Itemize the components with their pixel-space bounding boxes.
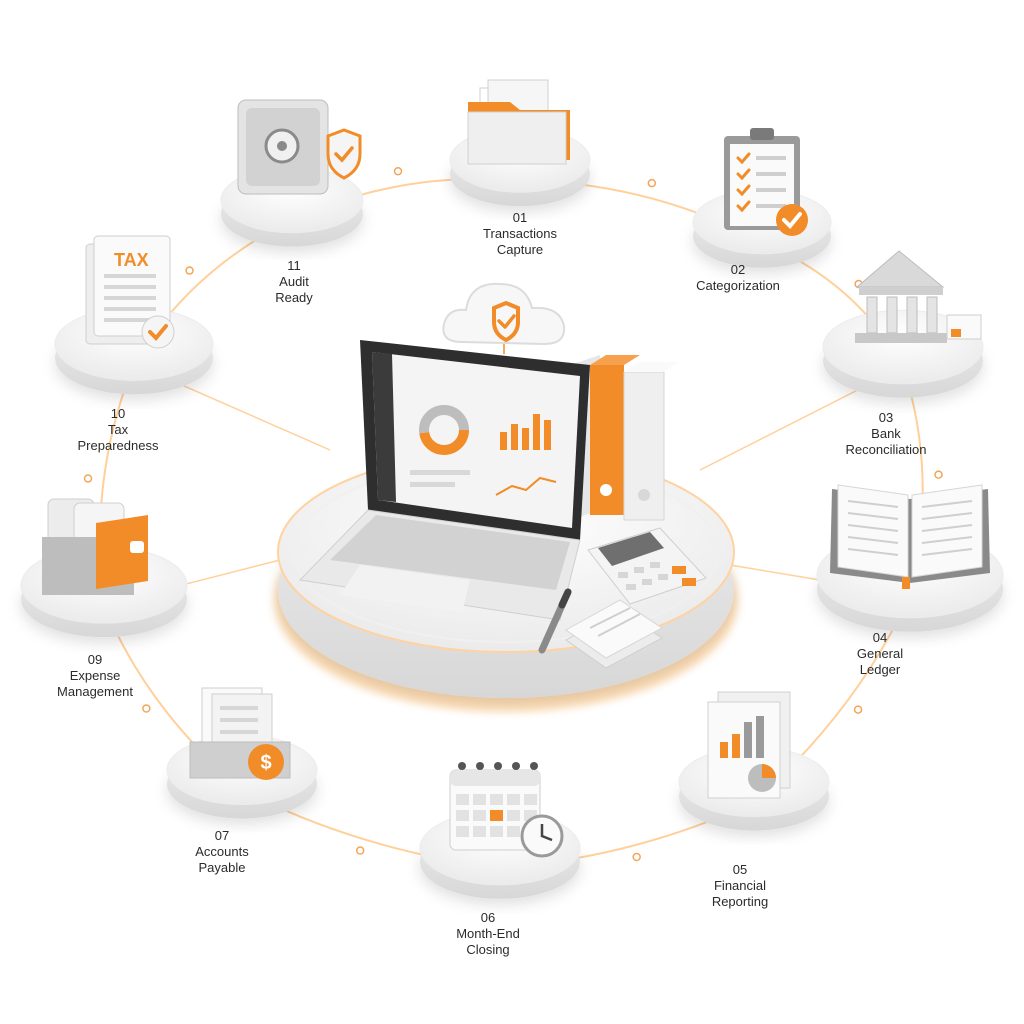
- node-title: Accounts Payable: [195, 844, 249, 875]
- node-03: [822, 250, 984, 398]
- node-02: [692, 128, 832, 268]
- node-title: General Ledger: [856, 646, 904, 677]
- tax-label: TAX: [114, 250, 149, 270]
- node-number: 06: [480, 910, 496, 925]
- node-title: Tax Preparedness: [77, 422, 159, 453]
- node-number: 03: [878, 410, 894, 425]
- connector-dot: [632, 852, 641, 862]
- node-06: [419, 762, 581, 899]
- node-number: 09: [87, 652, 103, 667]
- wallet-cards-icon: [42, 498, 148, 595]
- connector-dot: [142, 704, 151, 713]
- clipboard-checklist-icon: [724, 128, 808, 236]
- laptop-dashboard-icon: [298, 340, 590, 621]
- tax-document-icon: TAX: [85, 235, 175, 349]
- node-title: Categorization: [696, 278, 780, 293]
- node-number: 01: [512, 210, 528, 225]
- node-09: [20, 498, 188, 638]
- connector-dot: [185, 266, 194, 275]
- node-title: Month-End Closing: [456, 926, 520, 957]
- node-number: 11: [287, 258, 301, 273]
- document-tray-dollar-icon: $: [189, 687, 291, 780]
- paper-stack-icon: [565, 599, 663, 669]
- node-number: 05: [732, 862, 748, 877]
- connector-dot: [647, 178, 657, 188]
- pen-icon: [538, 588, 572, 654]
- node-11: [220, 99, 364, 247]
- connector-dot: [934, 470, 943, 479]
- open-ledger-book-icon: [830, 484, 990, 589]
- node-title: Financial Reporting: [711, 878, 769, 909]
- node-title: Audit Ready: [275, 274, 313, 305]
- node-07: $: [166, 687, 318, 819]
- report-chart-icon: [707, 691, 791, 799]
- calendar-clock-icon: [449, 762, 564, 858]
- calculator-icon: [587, 527, 707, 605]
- safe-shield-icon: [237, 99, 362, 195]
- node-number: 10: [110, 406, 126, 421]
- bank-building-icon: [855, 250, 982, 343]
- connector-dot: [355, 846, 365, 855]
- node-number: 07: [214, 828, 230, 843]
- node-number: 02: [730, 262, 746, 277]
- node-10: TAX: [54, 235, 214, 395]
- node-01: [449, 79, 591, 207]
- node-number: 04: [872, 630, 888, 645]
- connector-dot: [393, 166, 403, 176]
- node-title: Transactions Capture: [483, 226, 557, 257]
- cloud-shield-icon: [442, 282, 566, 354]
- connector-dot: [83, 474, 93, 483]
- pedestal-top: [822, 309, 984, 385]
- node-04: [816, 484, 1004, 632]
- folder-documents-icon: [467, 79, 570, 165]
- node-05: [678, 691, 830, 831]
- dollar-sign: $: [260, 752, 271, 774]
- node-title: Expense Management: [57, 668, 133, 699]
- node-title: Bank Reconciliation: [845, 426, 927, 457]
- connector-dot: [853, 705, 863, 714]
